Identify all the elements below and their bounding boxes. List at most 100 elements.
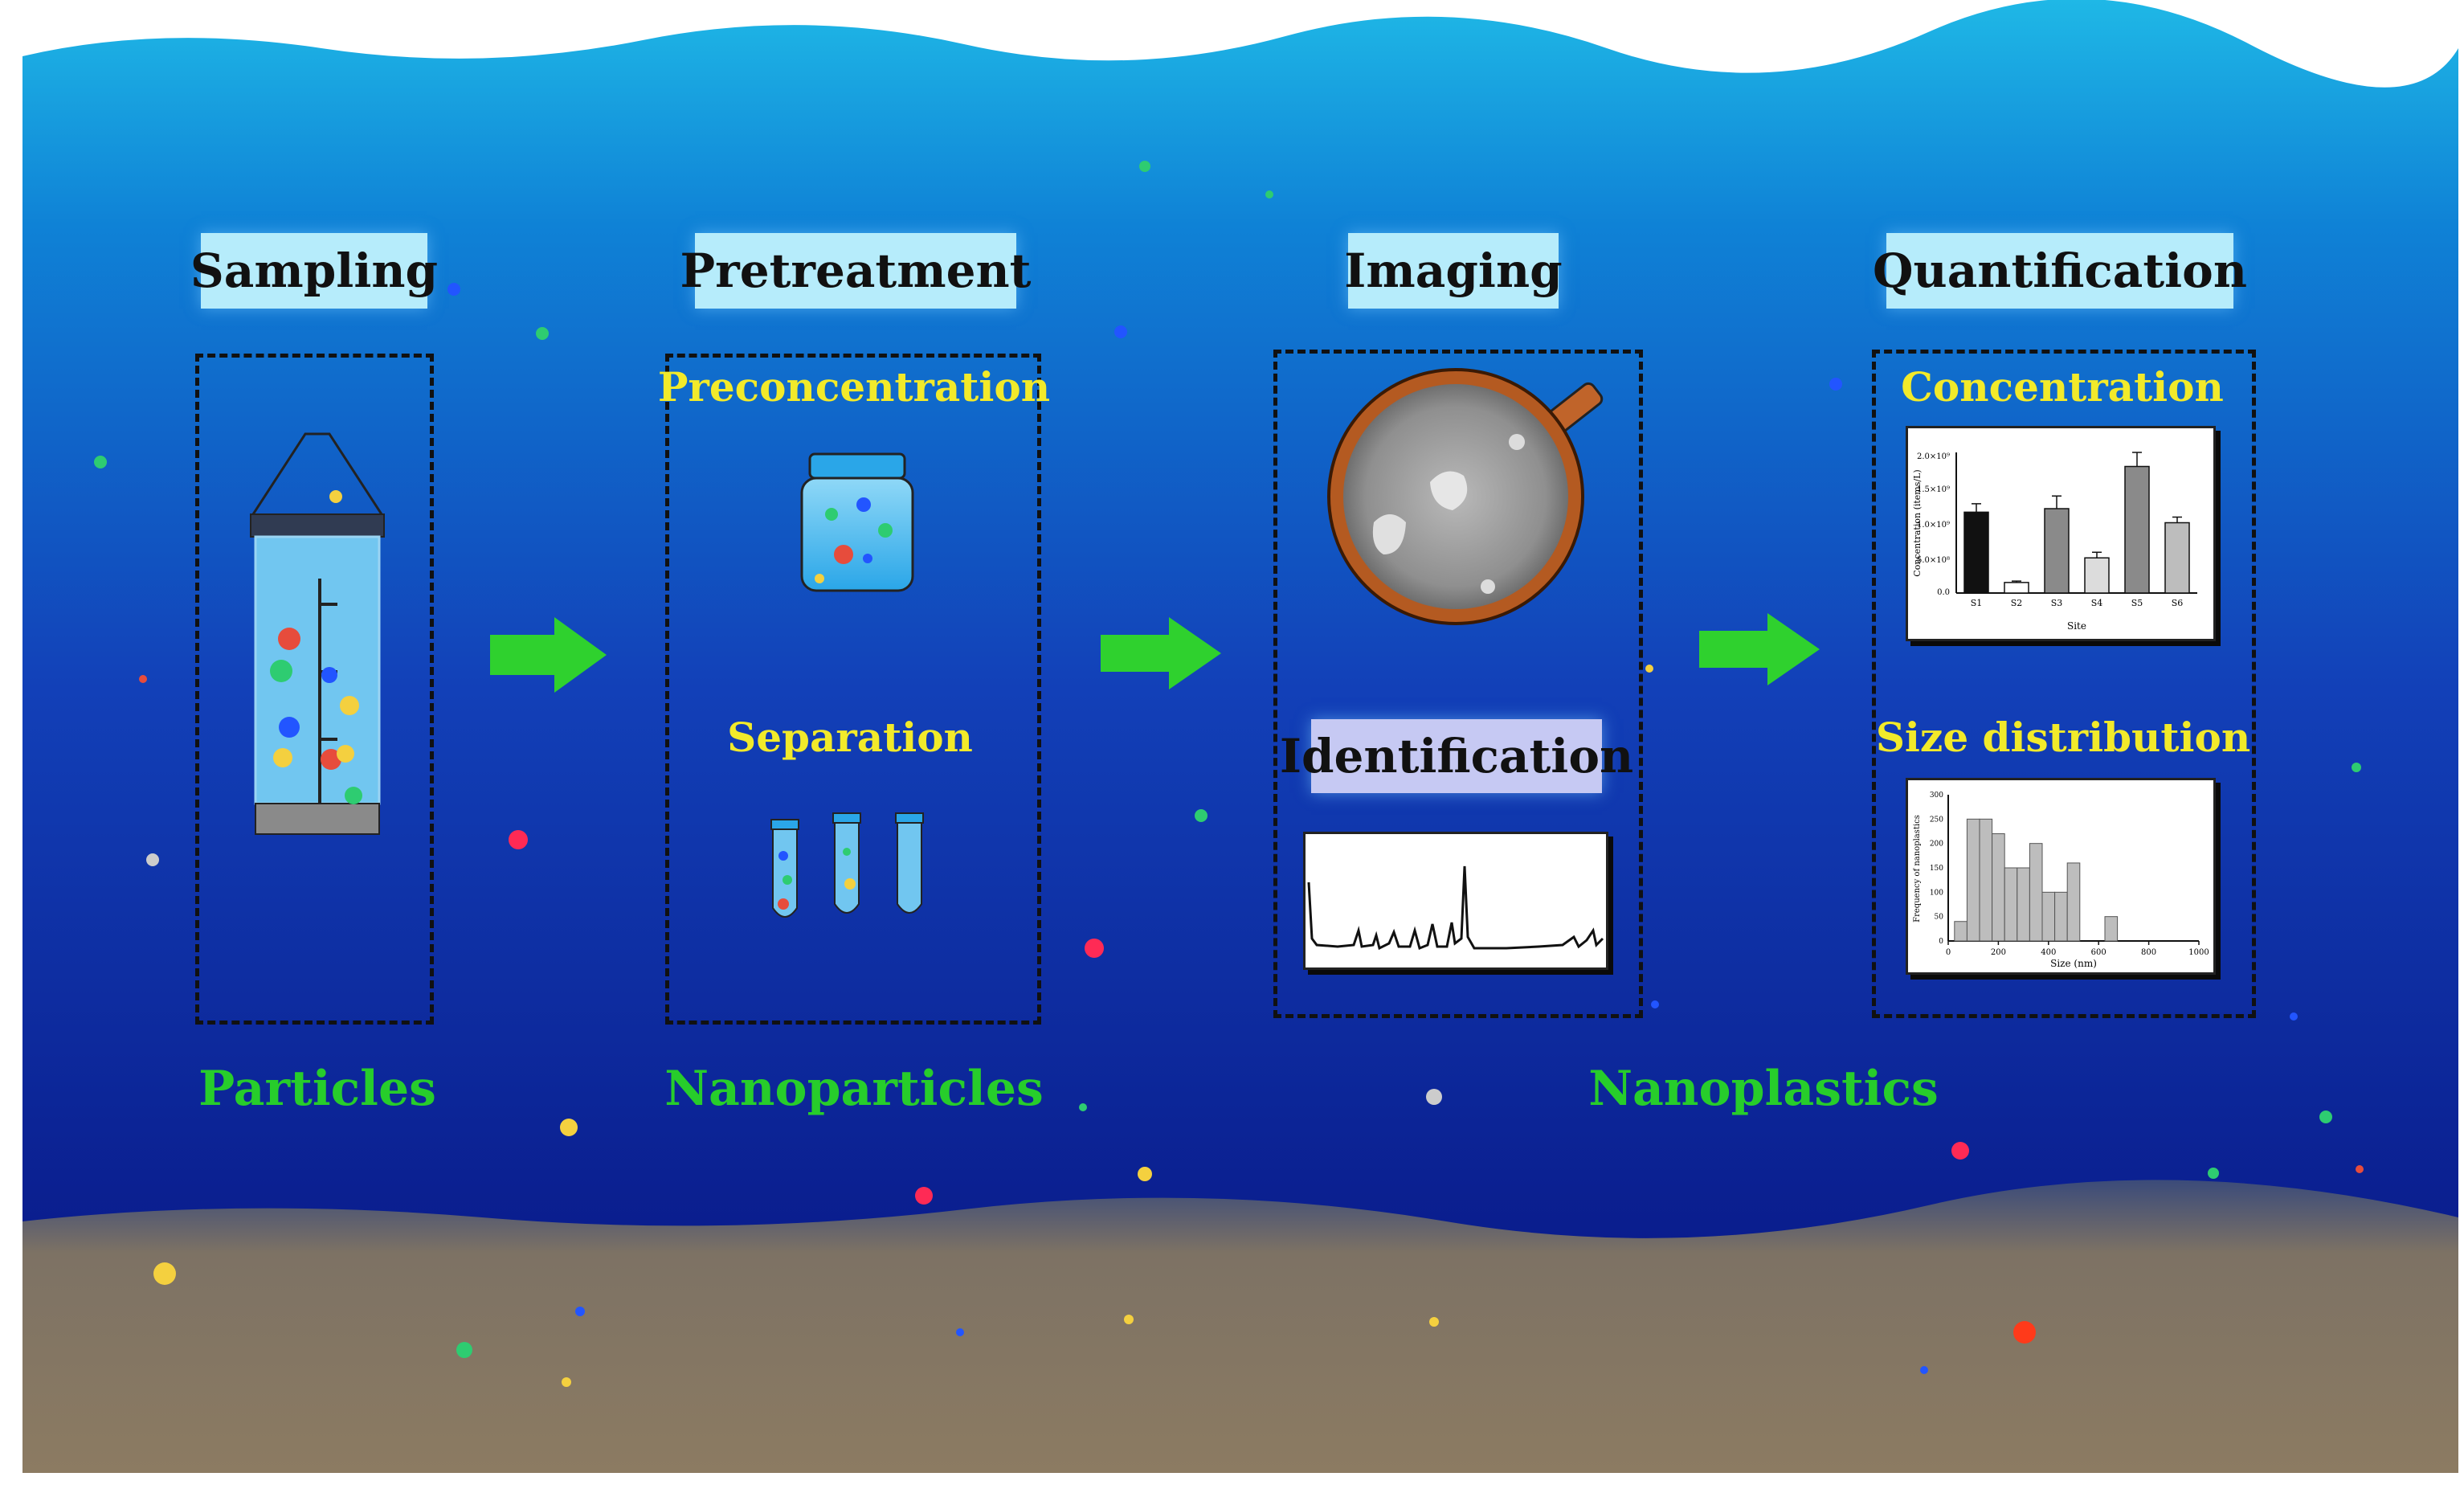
size-distribution-label: Size distribution	[1875, 714, 2251, 761]
x-tick-label: S3	[2051, 598, 2063, 608]
x-tick-label: S4	[2091, 598, 2103, 608]
bar-s4	[2084, 557, 2110, 594]
particle	[1079, 1103, 1087, 1111]
y-tick-label: 300	[1930, 792, 1943, 800]
y-axis-label: Concentration (items/L)	[1912, 469, 1923, 576]
quantification-box	[1872, 350, 2256, 1018]
x-tick-label: 800	[2141, 948, 2156, 957]
floating-particles	[94, 161, 2364, 1387]
histogram-bar	[1992, 833, 2005, 942]
water-sampler-icon	[250, 432, 385, 835]
y-tick-label: 200	[1930, 841, 1943, 849]
bar-s2	[2004, 582, 2029, 594]
y-axis-label: Frequency of nanoplastics	[1913, 815, 1922, 922]
water-body	[22, 0, 2458, 1254]
y-tick-label: 250	[1930, 816, 1943, 824]
bar-s3	[2044, 508, 2070, 594]
y-tick-label: 2.0×10⁹	[1917, 452, 1950, 461]
sampling-box	[195, 354, 434, 1025]
particle	[1124, 1315, 1134, 1324]
y-tick-label: 50	[1935, 914, 1944, 922]
y-tick-label: 0	[1939, 938, 1943, 946]
particle	[2013, 1321, 2036, 1344]
spectrum-line	[1307, 865, 1604, 951]
size-distribution-panel: Size (nm) Frequency of nanoplastics 0 200…	[1906, 778, 2216, 975]
particle	[456, 1342, 472, 1358]
particle	[94, 456, 107, 468]
particle	[153, 1262, 176, 1285]
particle	[146, 853, 159, 866]
sample-jar-icon	[800, 452, 914, 592]
test-tubes-icon	[770, 812, 924, 918]
x-tick-label: 1000	[2188, 948, 2209, 957]
imaging-box	[1273, 350, 1643, 1018]
particle	[1085, 939, 1104, 958]
particle	[1651, 1000, 1659, 1008]
spectrum-panel	[1303, 832, 1608, 970]
particle	[1265, 190, 1273, 198]
x-tick-label: 0	[1946, 948, 1951, 957]
particle	[447, 283, 460, 296]
x-axis-label: Size (nm)	[2050, 958, 2097, 969]
particle	[1195, 809, 1207, 822]
x-tick-label: 200	[1991, 948, 2006, 957]
particle	[536, 327, 549, 340]
particle	[562, 1377, 571, 1387]
histogram-bar	[2054, 891, 2068, 942]
sampling-title: Sampling	[190, 233, 438, 309]
size-distribution-chart: Size (nm) Frequency of nanoplastics 0 200…	[1913, 792, 2209, 969]
y-tick-label: 1.5×10⁹	[1917, 485, 1950, 494]
particle	[575, 1307, 585, 1316]
concentration-label: Concentration	[1901, 363, 2224, 411]
x-tick-label: 400	[2041, 948, 2056, 957]
y-tick-label: 0.0	[1937, 588, 1950, 597]
particle	[1138, 1167, 1152, 1181]
x-tick-label: 600	[2091, 948, 2106, 957]
particle	[1829, 378, 1842, 391]
particle	[915, 1187, 933, 1205]
particle	[1429, 1317, 1439, 1327]
x-tick-label: S1	[1971, 598, 1983, 608]
arrow-pretreatment-to-imaging	[1101, 617, 1221, 689]
particle	[509, 830, 528, 849]
preconcentration-label: Preconcentration	[657, 363, 1051, 411]
particle	[2356, 1165, 2364, 1173]
imaging-title: Imaging	[1344, 233, 1563, 309]
particle	[1139, 161, 1150, 172]
nanoplastics-label: Nanoplastics	[1588, 1061, 1939, 1117]
histogram-bar	[2029, 843, 2043, 942]
y-tick-label: 5.0×10⁸	[1917, 556, 1950, 565]
particle	[139, 675, 147, 683]
particle	[2290, 1012, 2298, 1021]
particle	[1114, 325, 1127, 338]
histogram-bar	[2041, 891, 2056, 942]
particle	[1920, 1366, 1928, 1374]
bar-s6	[2164, 522, 2190, 594]
x-tick-label: S6	[2172, 598, 2184, 608]
sem-image-icon	[1327, 368, 1604, 625]
histogram-bar	[2104, 916, 2119, 942]
particle	[956, 1328, 964, 1336]
particle	[560, 1119, 578, 1136]
concentration-chart-panel: 0.0 5.0×10⁸ 1.0×10⁹ 1.5×10⁹ 2.0×10⁹ Site…	[1906, 426, 2216, 641]
particle	[1951, 1142, 1969, 1160]
nanoparticles-label: Nanoparticles	[664, 1061, 1044, 1117]
particle	[2352, 763, 2361, 772]
histogram-bar	[2004, 867, 2018, 942]
identification-title: Identification	[1280, 719, 1633, 793]
y-tick-label: 150	[1930, 865, 1943, 873]
particle	[2319, 1111, 2332, 1123]
spectrum-chart	[1307, 865, 1604, 951]
histogram-bar	[2017, 867, 2030, 942]
y-tick-label: 100	[1930, 889, 1943, 897]
arrow-sampling-to-pretreatment	[490, 617, 607, 693]
particle	[1426, 1089, 1442, 1105]
histogram-bar	[1954, 921, 1968, 942]
concentration-chart: 0.0 5.0×10⁸ 1.0×10⁹ 1.5×10⁹ 2.0×10⁹ Site…	[1912, 452, 2197, 632]
arrow-imaging-to-quantification	[1699, 613, 1820, 685]
bar-s1	[1963, 511, 1989, 594]
sediment-layer	[22, 1180, 2458, 1473]
particle	[1645, 665, 1653, 673]
particle	[2208, 1168, 2219, 1179]
particles-label: Particles	[198, 1061, 436, 1117]
